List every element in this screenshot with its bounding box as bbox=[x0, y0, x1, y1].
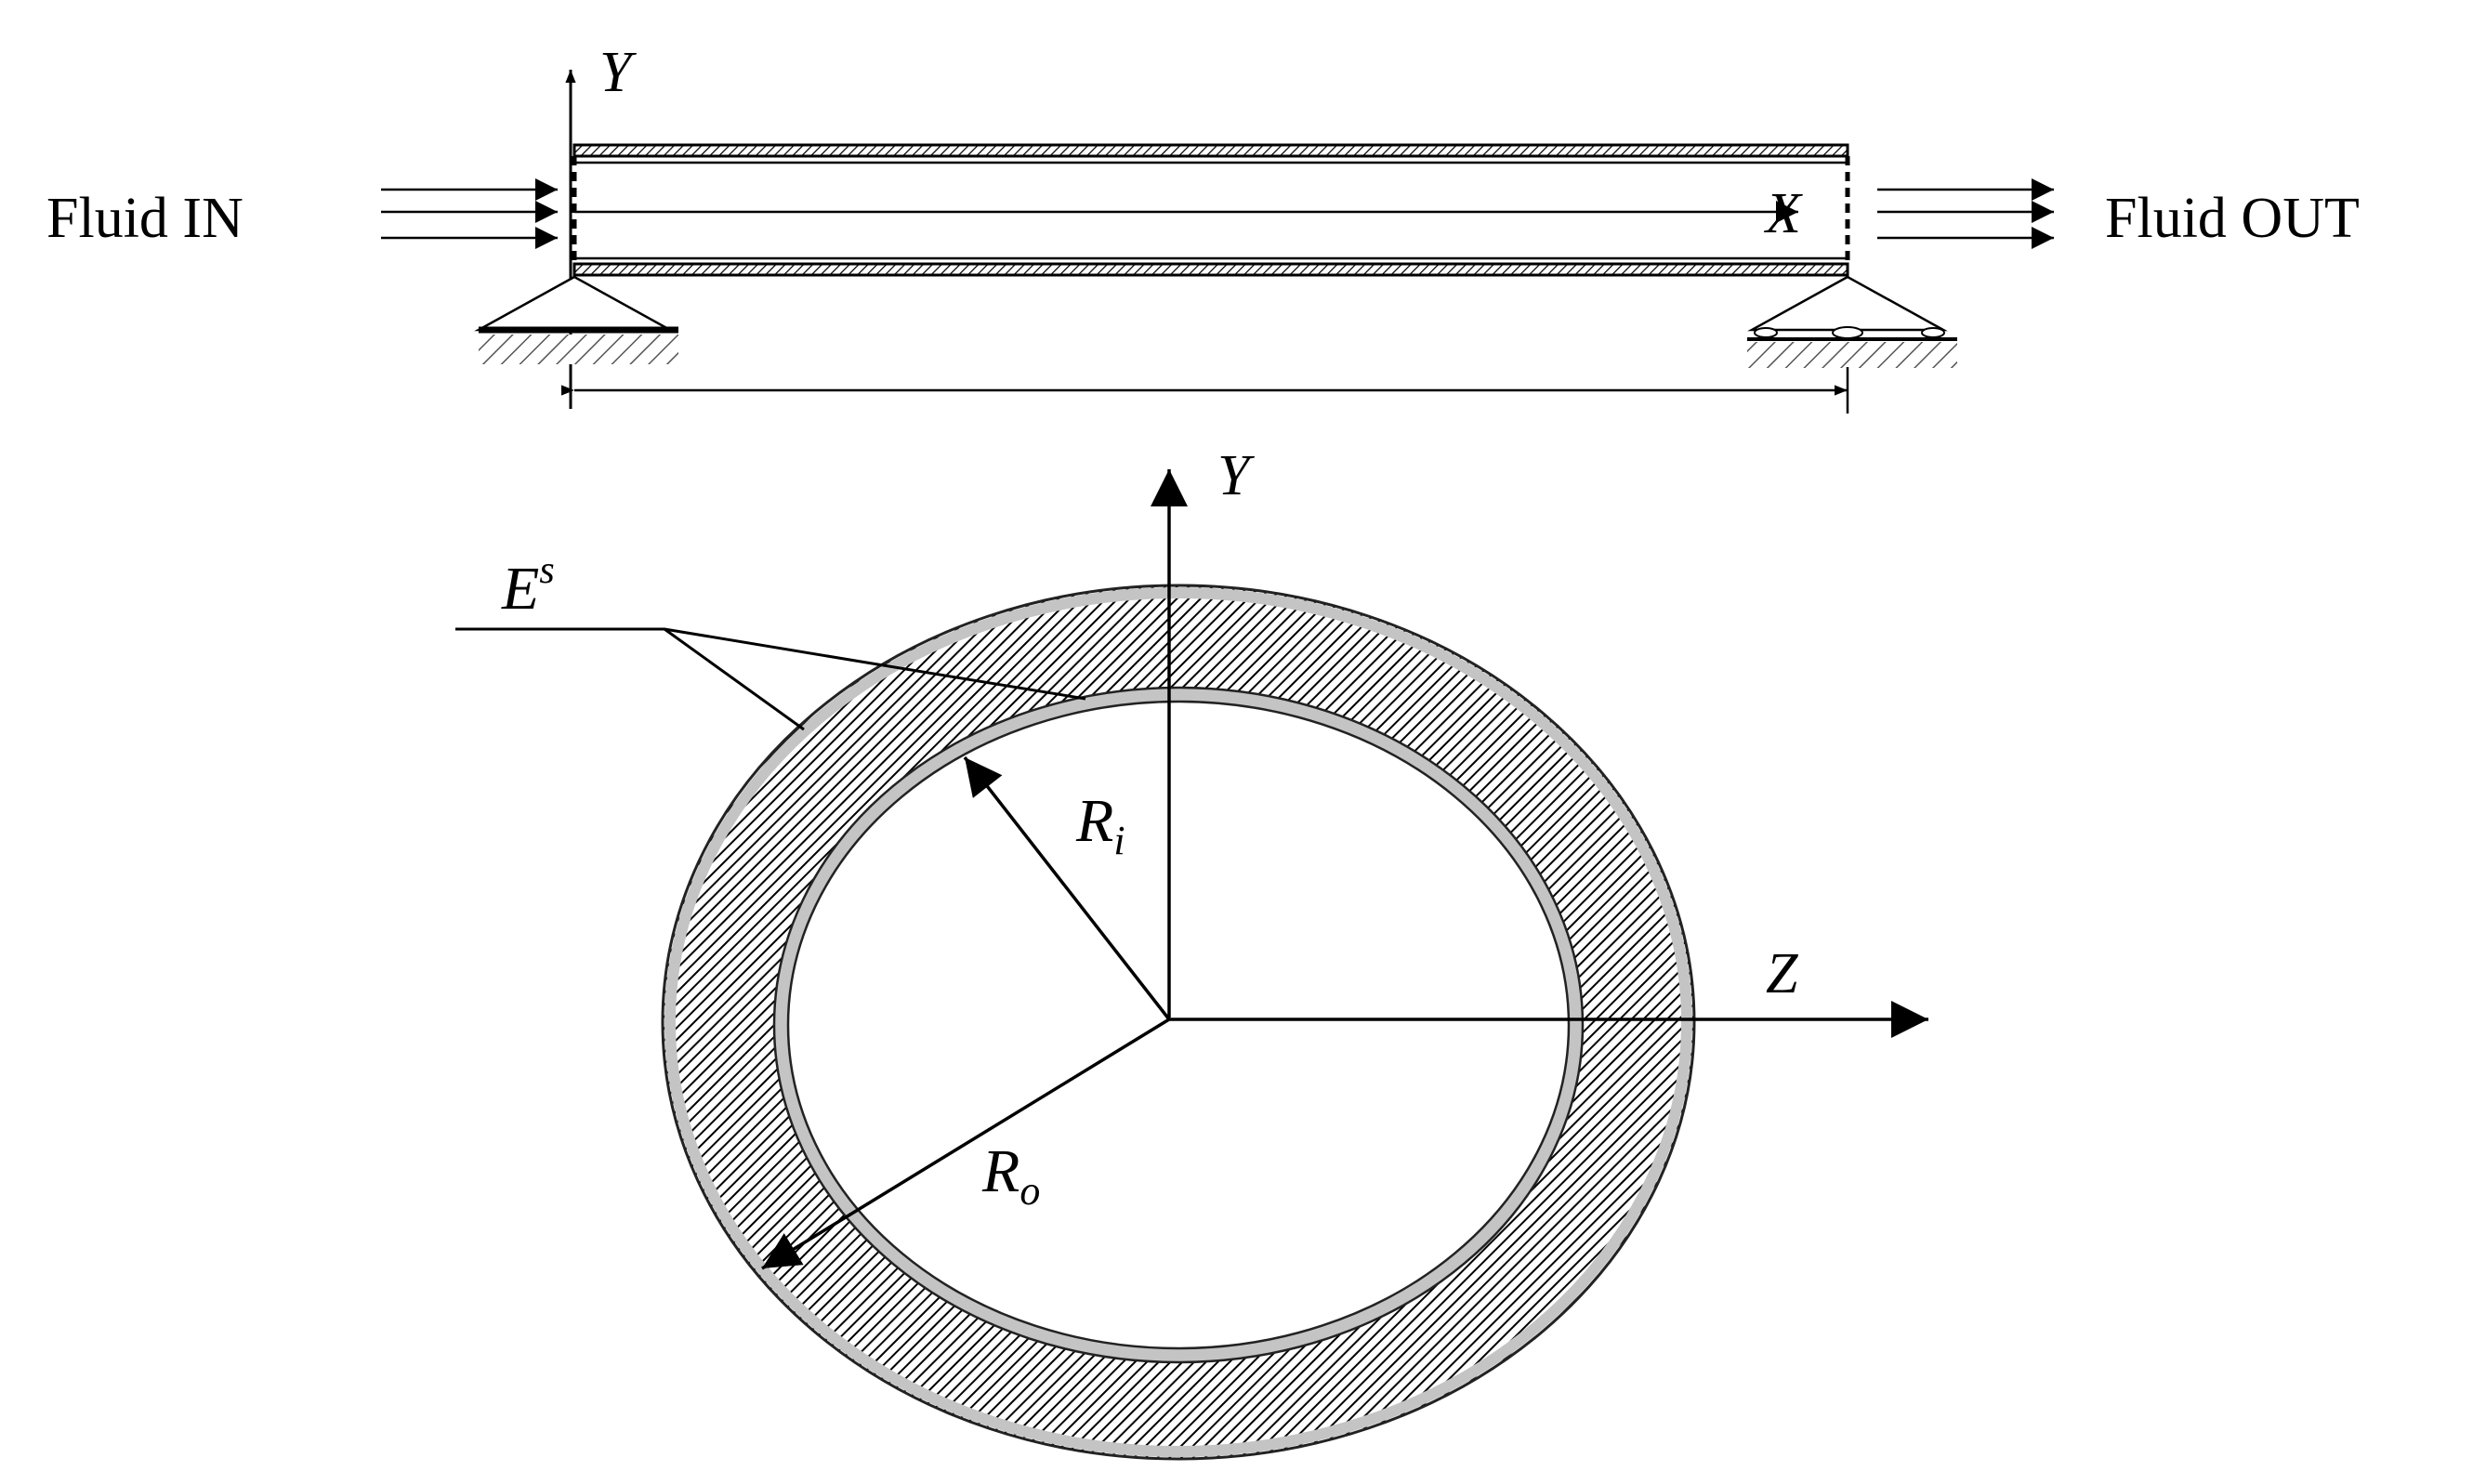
material-leader-lines bbox=[455, 627, 1086, 731]
roller-support-right bbox=[1747, 275, 1957, 368]
outer-gray-layer bbox=[664, 587, 1692, 1457]
pipe-side-view: Fluid IN Fluid OUT Y X bbox=[46, 41, 2360, 414]
pipe-cross-section: Y Z Ri Ro Es bbox=[455, 444, 1928, 1461]
inner-radius-symbol: R bbox=[1075, 787, 1113, 855]
inner-radius-arrow bbox=[963, 755, 1171, 1021]
pipe-bottom-wall bbox=[572, 262, 1849, 277]
fluid-out-label: Fluid OUT bbox=[2105, 187, 2360, 250]
material-superscript: s bbox=[539, 549, 554, 592]
section-y-axis-label: Y bbox=[1217, 444, 1255, 507]
material-symbol: E bbox=[501, 555, 539, 623]
inlet-flow-arrows bbox=[381, 178, 558, 249]
span-dimension bbox=[561, 367, 1849, 414]
section-z-axis-label: Z bbox=[1766, 942, 1798, 1005]
outer-radius-symbol: R bbox=[981, 1137, 1019, 1205]
inner-bore bbox=[786, 700, 1571, 1350]
material-label: Es bbox=[501, 549, 555, 623]
pipe-top-wall bbox=[572, 143, 1849, 158]
outer-radius-label: Ro bbox=[981, 1137, 1040, 1214]
outer-radius-subscript: o bbox=[1019, 1168, 1040, 1214]
inner-radius-label: Ri bbox=[1075, 787, 1125, 863]
pipe-y-axis-label: Y bbox=[599, 41, 637, 104]
pipe-x-axis-label: X bbox=[1763, 182, 1803, 245]
pinned-support-left bbox=[474, 275, 678, 364]
outer-radius-arrow bbox=[761, 1018, 1170, 1270]
inner-radius-subscript: i bbox=[1113, 818, 1125, 863]
fluid-in-label: Fluid IN bbox=[46, 187, 243, 250]
outlet-flow-arrows bbox=[1877, 178, 2054, 249]
